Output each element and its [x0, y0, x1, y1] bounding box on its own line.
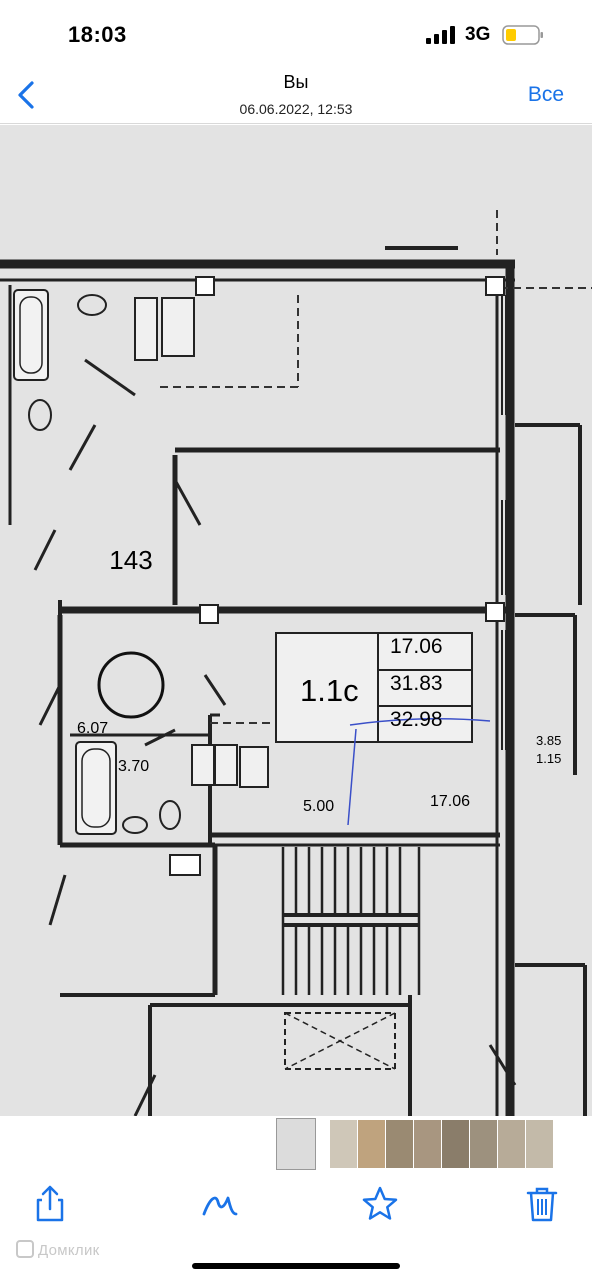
network-type: 3G: [465, 24, 491, 45]
thumbnail-strip[interactable]: [0, 1116, 592, 1172]
nav-subtitle: 06.06.2022, 12:53: [239, 101, 353, 117]
area-total-with-balcony: 32.98: [390, 708, 443, 731]
thumb-2[interactable]: [330, 1120, 357, 1168]
back-chevron-icon[interactable]: [14, 78, 42, 112]
thumb-plan[interactable]: [276, 1118, 316, 1170]
status-bar: 18:03 3G: [0, 0, 592, 66]
domclick-logo-icon: [16, 1240, 34, 1258]
thumb-4[interactable]: [386, 1120, 413, 1168]
bottom-toolbar: [0, 1172, 592, 1280]
all-photos-button[interactable]: Все: [527, 83, 564, 106]
share-icon[interactable]: [30, 1184, 70, 1224]
area-total: 31.83: [390, 672, 443, 695]
room-label-room: 17.06: [430, 793, 471, 810]
signal-icon: [426, 26, 455, 44]
thumb-6[interactable]: [442, 1120, 469, 1168]
apartment-type: 1.1с: [300, 673, 359, 708]
nav-bar: Вы 06.06.2022, 12:53 Все: [0, 66, 592, 124]
thumb-7[interactable]: [470, 1120, 497, 1168]
apartment-number: 143: [109, 545, 153, 575]
battery-icon: [502, 25, 543, 45]
thumb-3[interactable]: [358, 1120, 385, 1168]
room-label-hallway: 6.07: [77, 720, 109, 737]
thumb-9[interactable]: [526, 1120, 553, 1168]
room-label-bathroom: 3.70: [118, 758, 150, 775]
domclick-watermark: Домклик: [16, 1240, 100, 1259]
balcony-reduced-area: 1.15: [536, 751, 562, 766]
floor-plan-drawing: [0, 125, 592, 1116]
nav-title: Вы: [283, 72, 309, 92]
balcony-area: 3.85: [536, 733, 562, 748]
photo-floor-plan[interactable]: 143 1.1с 17.06 31.83 32.98 6.07 3.70 5.0…: [0, 125, 592, 1116]
thumb-5[interactable]: [414, 1120, 441, 1168]
thumb-8[interactable]: [498, 1120, 525, 1168]
favorite-star-icon[interactable]: [360, 1184, 400, 1224]
status-time: 18:03: [68, 22, 127, 47]
home-indicator[interactable]: [192, 1263, 400, 1269]
markup-icon[interactable]: [200, 1184, 240, 1224]
room-label-kitchen: 5.00: [303, 798, 335, 815]
trash-icon[interactable]: [522, 1184, 562, 1224]
watermark-text: Домклик: [38, 1242, 100, 1259]
area-living: 17.06: [390, 635, 443, 658]
